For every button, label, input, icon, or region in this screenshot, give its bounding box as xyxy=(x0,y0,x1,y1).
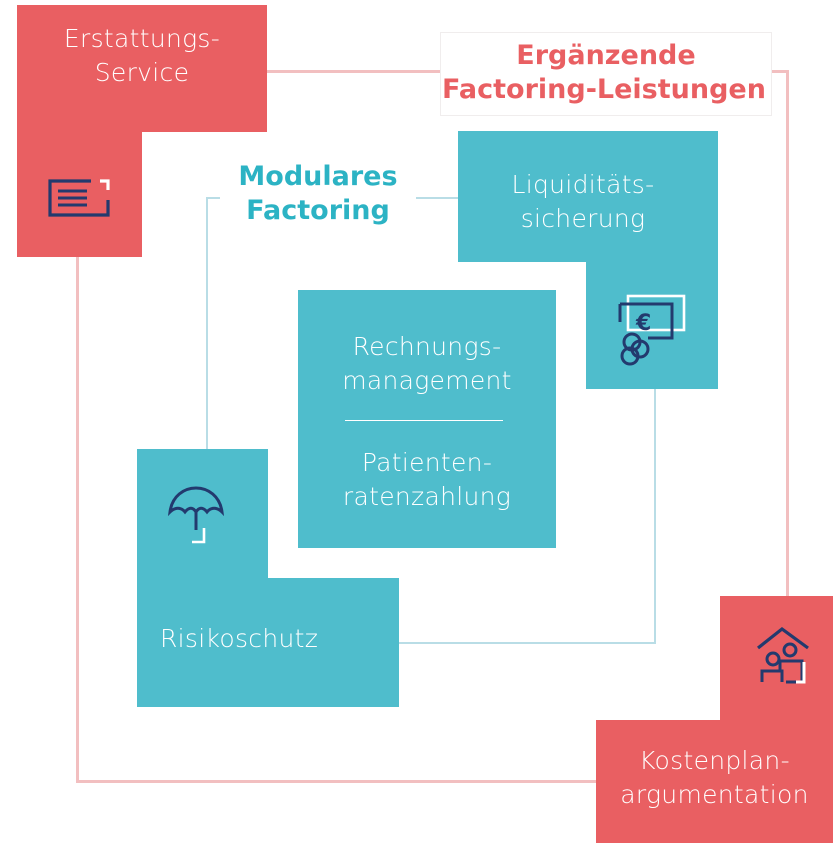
kostenplan-label: Kostenplan- argumentation xyxy=(596,744,833,812)
inner-title: Modulares Factoring xyxy=(220,158,416,238)
center-top-label: Rechnungs- management xyxy=(298,330,556,398)
inner-frame-right-line xyxy=(654,388,656,644)
rechnungs-line1: Rechnungs- xyxy=(352,332,502,361)
kostenplan-line2: argumentation xyxy=(620,780,809,809)
patienten-line2: ratenzahlung xyxy=(342,482,512,511)
patienten-line1: Patienten- xyxy=(361,448,493,477)
outer-frame-right-line xyxy=(786,70,789,600)
liquiditaet-label: Liquiditäts- sicherung xyxy=(458,168,708,236)
outer-title-line2: Factoring-Leistungen xyxy=(442,74,766,105)
inner-title-line2: Factoring xyxy=(246,195,390,226)
risikoschutz-block xyxy=(137,449,399,707)
outer-title-line1: Ergänzende xyxy=(516,40,696,71)
inner-frame-left-line xyxy=(206,197,208,451)
kostenplan-line1: Kostenplan- xyxy=(639,746,790,775)
home-family-icon xyxy=(757,626,809,684)
inner-frame-bottom-line xyxy=(398,642,656,644)
liquiditaet-line2: sicherung xyxy=(520,204,646,233)
euro-coins-icon: € xyxy=(618,294,686,366)
erstattungs-service-block xyxy=(17,5,267,257)
rechnungs-line2: management xyxy=(342,366,512,395)
inner-title-line1: Modulares xyxy=(238,161,398,192)
risikoschutz-line1: Risikoschutz xyxy=(160,624,319,653)
liquiditaet-line1: Liquiditäts- xyxy=(511,170,655,199)
erstattungs-service-line2: Service xyxy=(94,58,190,87)
outer-title: Ergänzende Factoring-Leistungen xyxy=(440,32,772,116)
svg-text:€: € xyxy=(635,311,651,336)
document-icon xyxy=(48,179,110,217)
liquiditaet-block xyxy=(458,131,718,389)
center-block xyxy=(298,290,556,548)
erstattungs-service-line1: Erstattungs- xyxy=(63,24,221,53)
erstattungs-service-label: Erstattungs- Service xyxy=(17,22,267,90)
umbrella-icon xyxy=(167,486,225,544)
kostenplan-block xyxy=(596,596,833,843)
outer-frame-left-line xyxy=(76,255,79,783)
outer-frame-bottom-line xyxy=(76,780,598,783)
risikoschutz-label: Risikoschutz xyxy=(160,622,360,656)
center-divider xyxy=(345,420,503,421)
center-bottom-label: Patienten- ratenzahlung xyxy=(298,446,556,514)
